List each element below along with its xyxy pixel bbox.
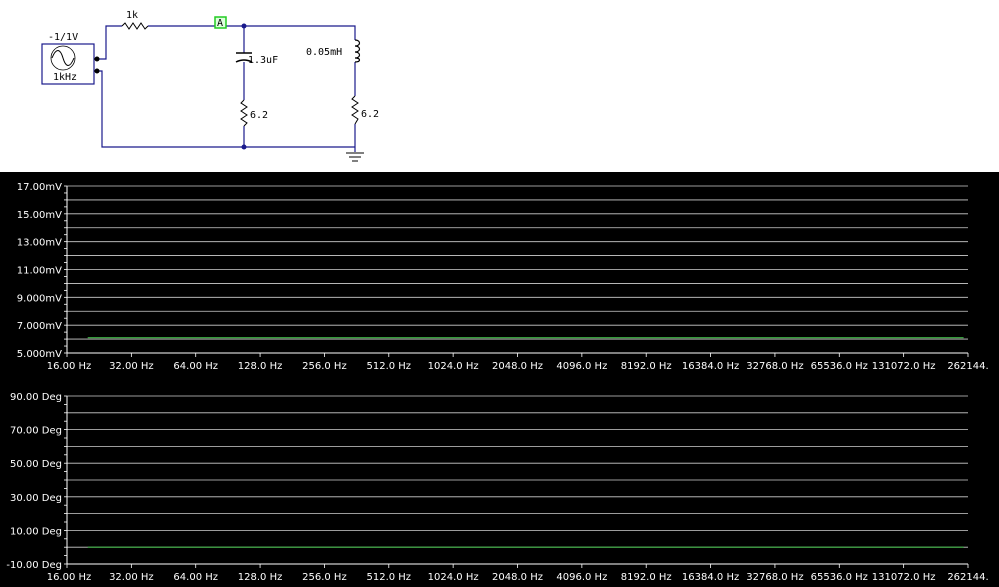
- x-tick-label: 512.0 Hz: [366, 572, 411, 583]
- wires: [97, 25, 356, 152]
- x-tick-label: 1024.0 Hz: [428, 572, 479, 583]
- capacitor[interactable]: 1.3uF: [235, 52, 278, 66]
- x-tick-label: 8192.0 Hz: [621, 572, 672, 583]
- x-tick-label: 128.0 Hz: [238, 361, 283, 372]
- y-tick-label: 7.000mV: [17, 321, 62, 332]
- resistor-1k[interactable]: 1k: [121, 10, 149, 30]
- x-tick-label: 256.0 Hz: [302, 361, 347, 372]
- resistor-right[interactable]: 6.2: [351, 95, 379, 125]
- magnitude-plot[interactable]: 17.00mV 15.00mV 13.00mV 11.00mV 9.000mV 7.000…: [17, 182, 989, 372]
- sine-wave-icon: [51, 50, 75, 66]
- resistor-middle[interactable]: 6.2: [240, 99, 268, 127]
- inductor[interactable]: 0.05mH: [306, 39, 361, 63]
- y-tick-label: 17.00mV: [17, 182, 62, 193]
- x-tick-label: 128.0 Hz: [238, 572, 283, 583]
- x-tick-label: 32768.0 Hz: [746, 572, 803, 583]
- x-tick-label: 64.00 Hz: [173, 572, 218, 583]
- resistor-right-label: 6.2: [361, 109, 379, 120]
- y-tick-label: 50.00 Deg: [10, 459, 62, 470]
- resistor-1k-label: 1k: [126, 10, 138, 21]
- probe-a-label: A: [217, 18, 223, 29]
- y-tick-label: 13.00mV: [17, 238, 62, 249]
- x-tick-label: 32.00 Hz: [109, 572, 154, 583]
- bode-plot-panel[interactable]: 17.00mV 15.00mV 13.00mV 11.00mV 9.000mV 7.000…: [0, 172, 999, 587]
- x-tick-label: 16384.0 Hz: [682, 572, 739, 583]
- x-tick-label: 1024.0 Hz: [428, 361, 479, 372]
- x-tick-label: 131072.0 Hz: [872, 361, 936, 372]
- x-tick-label: 8192.0 Hz: [621, 361, 672, 372]
- x-tick-label: 65536.0 Hz: [811, 361, 868, 372]
- wire-top-left: [97, 25, 122, 60]
- x-tick-label: 512.0 Hz: [366, 361, 411, 372]
- x-tick-label: 16.00 Hz: [47, 572, 92, 583]
- resistor-middle-label: 6.2: [250, 110, 268, 121]
- y-tick-label: 11.00mV: [17, 266, 62, 277]
- wire-top-right: [226, 25, 356, 40]
- y-tick-label: 9.000mV: [17, 293, 62, 304]
- x-tick-label: 65536.0 Hz: [811, 572, 868, 583]
- x-tick-label: 262144.: [947, 572, 988, 583]
- y-tick-label: 90.00 Deg: [10, 392, 62, 403]
- wire-bottom: [97, 70, 355, 148]
- source-voltage-label: -1/1V: [48, 32, 78, 43]
- ac-source[interactable]: -1/1V 1kHz: [41, 32, 97, 85]
- x-tick-label: 64.00 Hz: [173, 361, 218, 372]
- x-tick-label: 262144.: [947, 361, 988, 372]
- y-tick-label: 15.00mV: [17, 210, 62, 221]
- x-tick-label: 32.00 Hz: [109, 361, 154, 372]
- junction-nodes: [94, 23, 247, 150]
- bode-plot-svg: 17.00mV 15.00mV 13.00mV 11.00mV 9.000mV 7.000…: [6, 182, 989, 583]
- y-tick-label: 10.00 Deg: [10, 526, 62, 537]
- x-tick-label: 2048.0 Hz: [492, 572, 543, 583]
- y-tick-label: 30.00 Deg: [10, 493, 62, 504]
- x-tick-label: 32768.0 Hz: [746, 361, 803, 372]
- x-tick-label: 16384.0 Hz: [682, 361, 739, 372]
- y-tick-label: -10.00 Deg: [6, 560, 62, 571]
- y-tick-label: 70.00 Deg: [10, 426, 62, 437]
- circuit-schematic[interactable]: -1/1V 1kHz 1k A 1.3uF 6.2 0.05mH: [0, 0, 999, 172]
- y-tick-label: 5.000mV: [17, 349, 62, 360]
- x-tick-label: 256.0 Hz: [302, 572, 347, 583]
- x-tick-label: 16.00 Hz: [47, 361, 92, 372]
- ground-icon: [346, 152, 364, 162]
- x-tick-label: 4096.0 Hz: [556, 572, 607, 583]
- x-tick-label: 4096.0 Hz: [556, 361, 607, 372]
- phase-plot[interactable]: 90.00 Deg 70.00 Deg 50.00 Deg 30.00 Deg 10.0…: [6, 392, 988, 583]
- probe-a[interactable]: A: [214, 16, 227, 29]
- inductor-label: 0.05mH: [306, 47, 342, 58]
- capacitor-label: 1.3uF: [248, 55, 278, 66]
- x-tick-label: 131072.0 Hz: [872, 572, 936, 583]
- x-tick-label: 2048.0 Hz: [492, 361, 543, 372]
- source-frequency-label: 1kHz: [53, 72, 77, 83]
